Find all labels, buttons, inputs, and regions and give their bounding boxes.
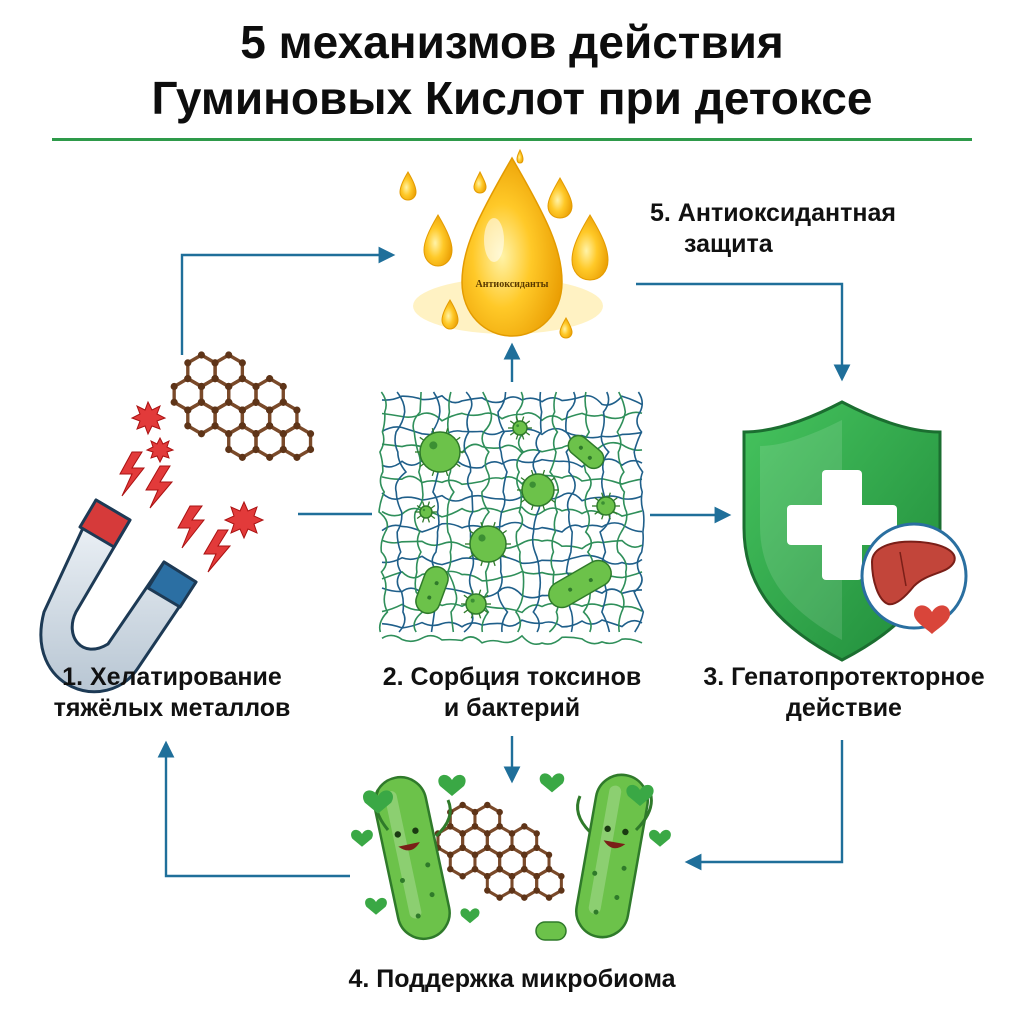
mechanism-3-line-2: действие — [786, 694, 902, 722]
mechanism-2-line-1: 2. Сорбция токсинов — [382, 663, 642, 691]
arrow-4-to-1 — [157, 740, 350, 878]
diagram-title: 5 механизмов действия Гуминовых Кислот п… — [0, 14, 1024, 126]
mechanism-5-line-1: 5. Антиоксидантная — [650, 199, 896, 227]
happy-microbe-icon — [373, 775, 452, 941]
title-line-1: 5 механизмов действия — [240, 16, 784, 68]
happy-microbe-icon — [535, 773, 653, 941]
humic-molecule-icon — [434, 801, 565, 901]
liver-icon — [870, 540, 956, 606]
cross-icon — [787, 470, 897, 580]
mechanism-label-1: 1. Хелатирование тяжёлых металлов — [22, 662, 322, 724]
toxin-icon — [130, 400, 265, 540]
antioxidant-drop-icon: Антиоксиданты — [399, 148, 609, 339]
lightning-icon — [119, 451, 232, 573]
title-underline — [52, 138, 972, 141]
mechanism-label-2: 2. Сорбция токсинов и бактерий — [352, 662, 672, 724]
mechanism-label-4: 4. Поддержка микробиома — [262, 964, 762, 995]
microbiome-illustration — [351, 773, 671, 941]
drop-label: Антиоксиданты — [476, 279, 549, 290]
humic-molecule-icon — [170, 351, 315, 461]
mechanism-1-line-1: 1. Хелатирование — [62, 663, 282, 691]
magnet-icon — [39, 498, 198, 694]
mechanism-5-line-2: защита — [684, 230, 773, 258]
chelation-illustration — [39, 351, 315, 694]
hepatoprotection-illustration — [742, 400, 968, 662]
bacteria-icon — [415, 416, 620, 619]
arrow-1-to-5 — [180, 246, 396, 355]
mechanism-label-3: 3. Гепатопротекторное действие — [676, 662, 1012, 724]
mechanism-label-5: 5. Антиоксидантная защита — [650, 198, 990, 260]
mechanism-3-line-1: 3. Гепатопротекторное — [703, 663, 985, 691]
heart-icon — [914, 605, 950, 634]
arrow-3-to-4 — [684, 740, 844, 871]
heart-icon — [351, 773, 671, 924]
arrow-5-to-3 — [636, 282, 851, 382]
title-line-2: Гуминовых Кислот при детоксе — [151, 72, 873, 124]
sorption-illustration — [378, 391, 645, 646]
mechanism-2-line-2: и бактерий — [443, 694, 581, 722]
mechanism-4-line-1: 4. Поддержка микробиома — [348, 965, 676, 993]
mechanism-1-line-2: тяжёлых металлов — [53, 694, 291, 722]
cycle-arrows — [157, 246, 851, 878]
